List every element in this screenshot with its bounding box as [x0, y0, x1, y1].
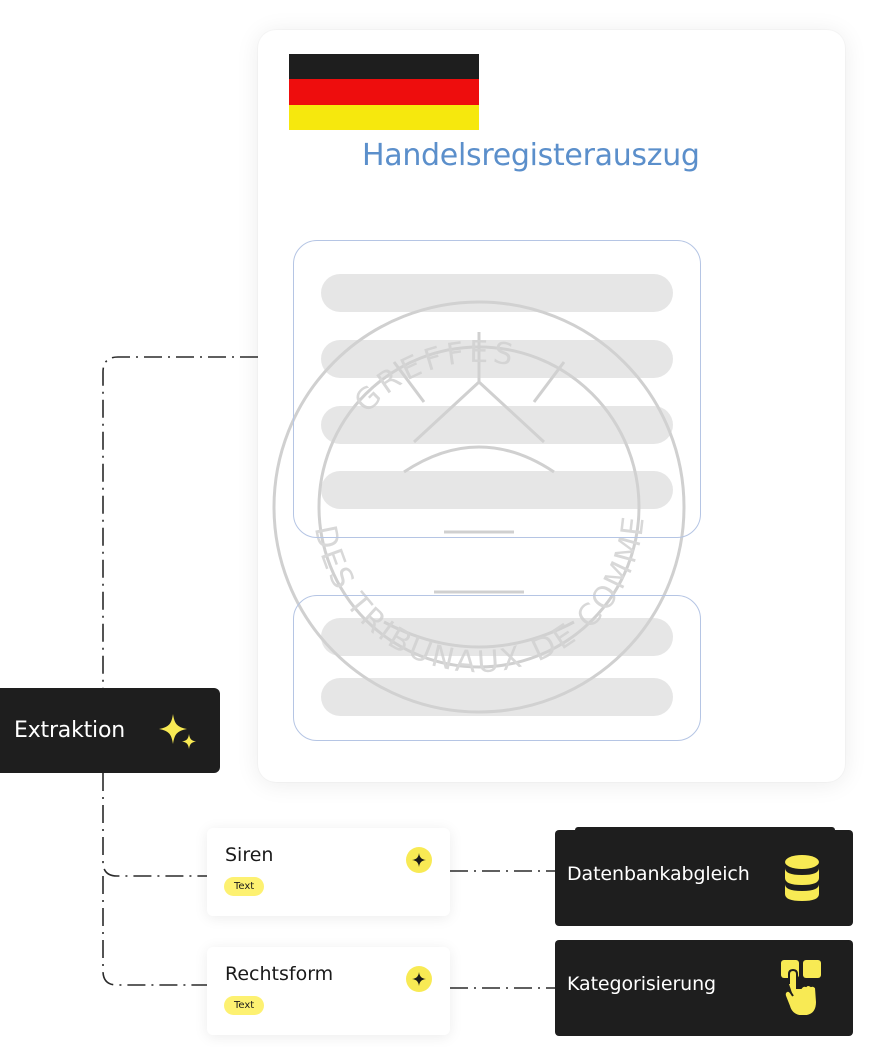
redacted-line — [321, 340, 673, 378]
extraction-button[interactable]: Extraktion — [0, 688, 220, 773]
field-card-rechtsform[interactable]: Rechtsform Text — [207, 947, 450, 1035]
sparkle-icon — [159, 714, 196, 749]
redacted-line — [321, 678, 673, 716]
redacted-line — [321, 618, 673, 656]
extraction-button-label: Extraktion — [14, 718, 125, 743]
card-tab — [575, 827, 835, 833]
document-title: Handelsregisterauszug — [362, 138, 700, 173]
database-icon — [785, 855, 819, 901]
redacted-line — [321, 274, 673, 312]
action-label: Datenbankabgleich — [567, 863, 750, 885]
document-card: Handelsregisterauszug GREFFES DES TRIBUN… — [258, 30, 845, 782]
flag-stripe-red — [289, 79, 479, 105]
germany-flag-icon — [289, 54, 479, 130]
field-name: Siren — [225, 844, 274, 866]
action-card-categorization[interactable]: Kategorisierung — [555, 940, 853, 1036]
action-label: Kategorisierung — [567, 973, 717, 995]
field-type-badge: Text — [224, 877, 265, 896]
redacted-line — [321, 471, 673, 509]
field-name: Rechtsform — [225, 963, 334, 985]
field-type-badge: Text — [224, 996, 265, 1015]
redacted-line — [321, 406, 673, 444]
field-card-siren[interactable]: Siren Text — [207, 828, 450, 916]
flag-stripe-black — [289, 54, 479, 80]
extraction-region-lower — [293, 595, 701, 741]
action-card-database-match[interactable]: Datenbankabgleich — [555, 827, 853, 926]
extraction-region-upper — [293, 240, 701, 538]
sparkle-icon — [406, 847, 432, 873]
hand-tap-icon — [781, 960, 821, 1017]
sparkle-icon — [406, 966, 432, 992]
flag-stripe-gold — [289, 104, 479, 130]
